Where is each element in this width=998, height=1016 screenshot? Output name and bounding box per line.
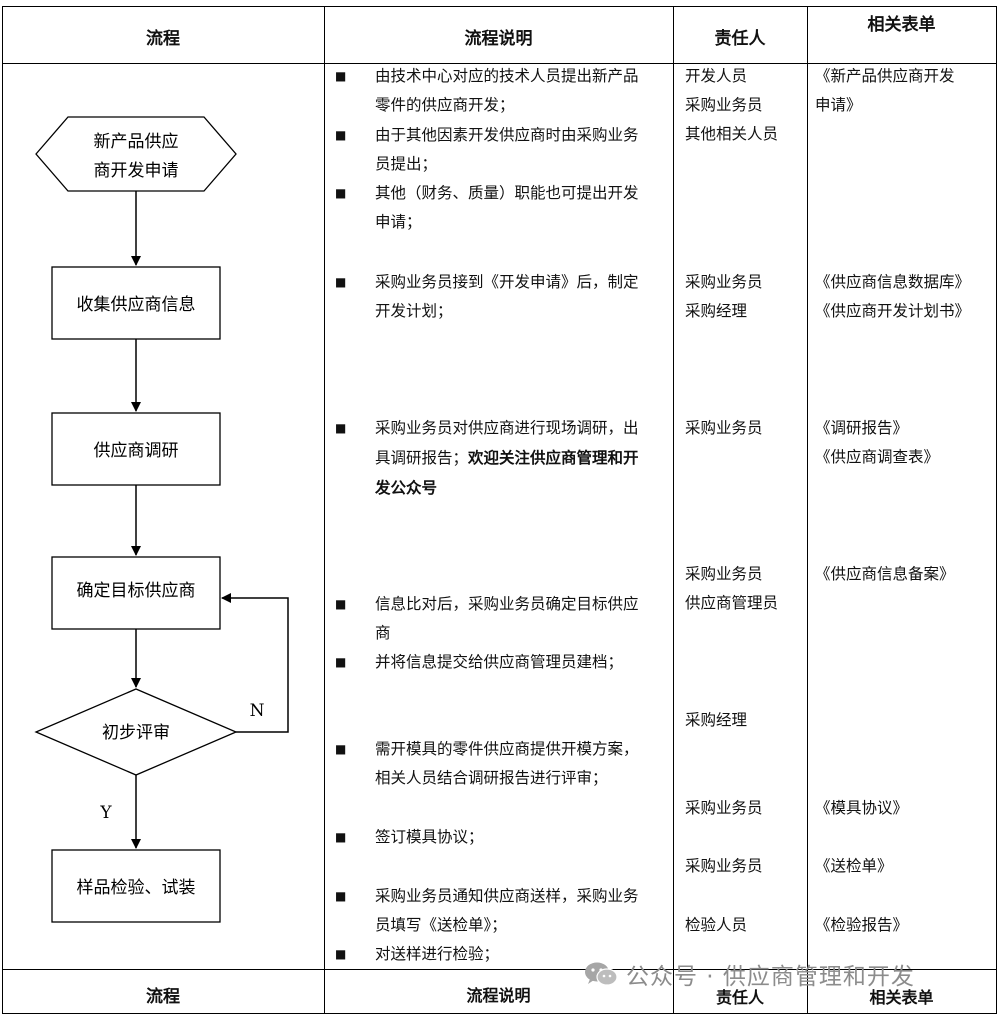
footer-forms: 相关表单: [869, 988, 934, 1007]
table-left-border: [2, 6, 3, 1014]
watermark-text: 公众号 · 供应商管理和开发: [626, 964, 915, 990]
header-forms: 相关表单: [867, 15, 936, 35]
bullet-icon: ■: [335, 69, 347, 83]
wechat-icon: [585, 962, 618, 986]
form-group-4: 《供应商信息备案》: [815, 565, 955, 583]
bullet-icon: ■: [335, 947, 347, 961]
yes-label: Y: [99, 803, 112, 823]
table-bottom-border: [2, 1013, 996, 1014]
start-label-line2: 商开发申请: [94, 161, 179, 181]
footer-process: 流程: [146, 987, 180, 1007]
responsible-group-5: 采购经理: [685, 711, 748, 729]
column-divider-1: [324, 6, 325, 1014]
bullet-icon: ■: [335, 421, 347, 435]
bullet-icon: ■: [335, 742, 347, 756]
footer-description: 流程说明: [466, 986, 531, 1005]
bullet-icon: ■: [335, 830, 347, 844]
header-bottom-border: [2, 63, 996, 64]
no-loop-arrow: [221, 593, 289, 733]
header-description: 流程说明: [464, 29, 533, 49]
supplier-survey-label: 供应商调研: [94, 441, 179, 461]
sample-inspection-label: 样品检验、试装: [77, 878, 196, 898]
bullet-icon: ■: [335, 597, 347, 611]
column-divider-2: [673, 6, 674, 1014]
responsible-group-6: 采购业务员: [685, 799, 763, 817]
flowchart: 新产品供应 商开发申请 收集供应商信息 供应商调研 确定目标供应商 初步评审 N…: [34, 116, 289, 923]
promo-text-bold: 欢迎关注供应商管理和开: [468, 448, 639, 467]
form-group-2: 《供应商信息数据库》《供应商开发计划书》: [815, 273, 971, 320]
bullet-icon: ■: [335, 275, 347, 289]
start-hexagon: [35, 116, 237, 192]
header-process: 流程: [146, 29, 180, 49]
header-responsible: 责任人: [714, 29, 766, 49]
collect-info-label: 收集供应商信息: [77, 295, 196, 315]
target-supplier-box: [51, 556, 221, 630]
responsible-group-7: 采购业务员: [685, 857, 763, 875]
responsible-group-1: 开发人员采购业务员其他相关人员: [685, 67, 779, 143]
column-divider-3: [807, 6, 808, 1014]
form-group-7: 《检验报告》: [815, 916, 909, 934]
start-label-line1: 新产品供应: [94, 132, 179, 152]
preliminary-review-label: 初步评审: [102, 723, 170, 743]
table-right-border: [996, 6, 997, 1014]
bullet-icon: ■: [335, 889, 347, 903]
no-label: N: [250, 701, 265, 721]
form-group-1: 《新产品供应商开发申请》: [815, 67, 955, 114]
form-group-3: 《调研报告》《供应商调查表》: [815, 419, 940, 466]
form-group-6: 《送检单》: [815, 857, 893, 875]
sample-inspection-box: [51, 849, 221, 923]
footer-responsible: 责任人: [715, 988, 764, 1007]
responsible-group-2: 采购业务员采购经理: [685, 273, 763, 320]
bullet-icon: ■: [335, 655, 347, 669]
watermark: 公众号 · 供应商管理和开发: [584, 956, 915, 992]
bullet-icon: ■: [335, 186, 347, 200]
responsible-group-8: 检验人员: [685, 916, 748, 934]
responsible-group-3: 采购业务员: [685, 419, 763, 437]
form-group-5: 《模具协议》: [815, 799, 909, 817]
collect-info-box: [51, 266, 221, 340]
responsible-group-4: 采购业务员供应商管理员: [685, 565, 779, 612]
table-top-border: [2, 6, 996, 7]
footer-top-border: [2, 969, 996, 970]
supplier-survey-box: [51, 412, 221, 486]
promo-text-bold-2: 发公众号: [375, 478, 438, 497]
bullet-icon: ■: [335, 128, 347, 142]
target-supplier-label: 确定目标供应商: [77, 581, 196, 601]
